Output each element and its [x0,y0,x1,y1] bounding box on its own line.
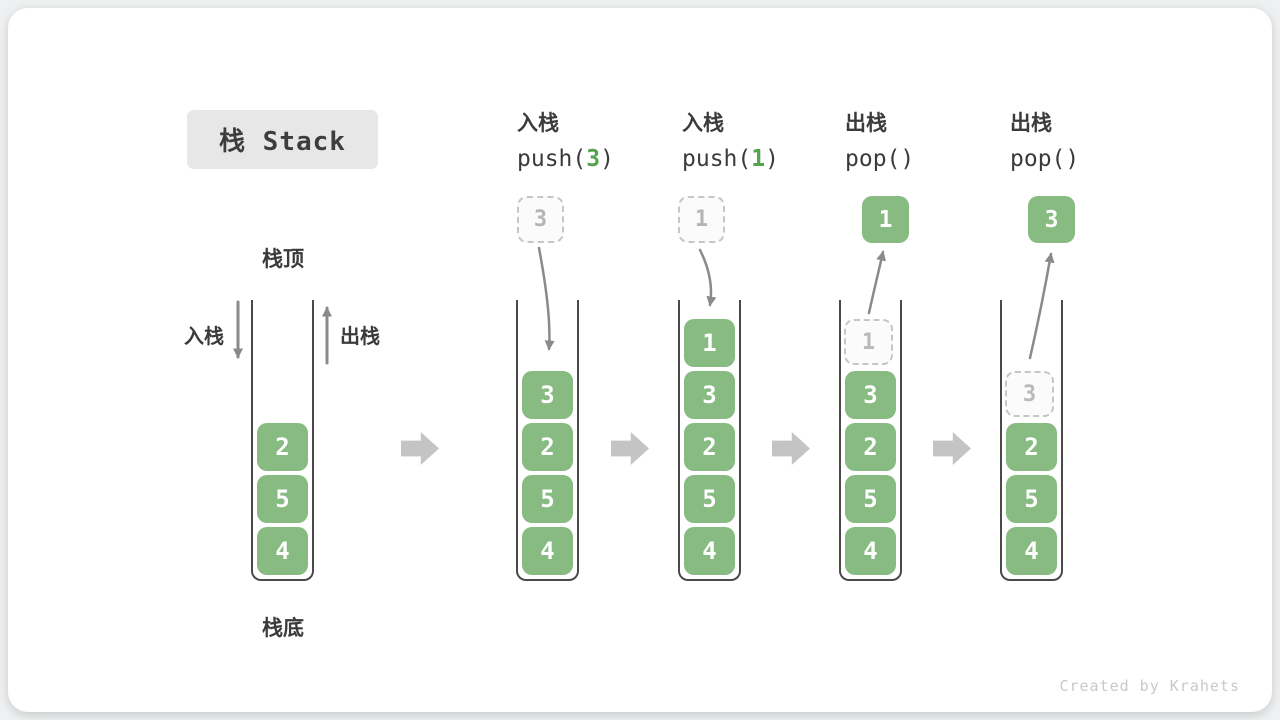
op-code: push(1) [682,146,779,172]
popped-value-box: 3 [1028,196,1075,243]
popped-value-box: 1 [862,196,909,243]
removed-item-ghost: 1 [844,319,893,365]
stack-container-after-push-1: 1 3 2 5 4 [678,300,741,581]
stack-item: 4 [845,527,896,575]
op-header-push-1: 入栈 push(1) [682,107,779,172]
diagram-title: 栈 Stack [219,127,346,157]
code-pre: push( [682,146,752,172]
stack-item: 2 [522,423,573,471]
op-code: push(3) [517,146,614,172]
op-name: 入栈 [517,111,559,135]
code-arg: 3 [586,146,601,172]
stack-item: 1 [684,319,735,367]
code-pre: pop() [845,146,915,172]
code-pre: push( [517,146,587,172]
op-header-pop-2: 出栈 pop() [1010,107,1079,172]
code-post: ) [765,146,779,172]
stack-bottom-label: 栈底 [262,616,304,640]
stack-item: 3 [684,371,735,419]
op-code: pop() [845,146,914,172]
stack-item: 2 [257,423,308,471]
stack-item: 2 [1006,423,1057,471]
stack-item: 5 [684,475,735,523]
diagram-title-box: 栈 Stack [187,110,378,169]
stack-container-after-pop-2: 3 2 5 4 [1000,300,1063,581]
stack-item: 4 [684,527,735,575]
watermark: Created by Krahets [1059,677,1240,695]
stack-container-after-pop-1: 1 3 2 5 4 [839,300,902,581]
push-side-label: 入栈 [184,324,224,348]
stack-item: 2 [845,423,896,471]
op-name: 出栈 [845,111,887,135]
stack-top-label: 栈顶 [262,247,304,271]
code-post: ) [600,146,614,172]
stack-item: 5 [845,475,896,523]
op-code: pop() [1010,146,1079,172]
stack-item: 3 [522,371,573,419]
stack-container-initial: 2 5 4 [251,300,314,581]
stack-item: 4 [522,527,573,575]
code-pre: pop() [1010,146,1080,172]
code-arg: 1 [751,146,766,172]
incoming-value-box: 3 [517,196,564,243]
stack-item: 4 [1006,527,1057,575]
op-header-push-3: 入栈 push(3) [517,107,614,172]
stack-container-after-push-3: 3 2 5 4 [516,300,579,581]
op-header-pop-1: 出栈 pop() [845,107,914,172]
removed-item-ghost: 3 [1005,371,1054,417]
incoming-value-box: 1 [678,196,725,243]
op-name: 出栈 [1010,111,1052,135]
pop-side-label: 出栈 [340,324,380,348]
stack-item: 5 [257,475,308,523]
stack-item: 5 [522,475,573,523]
stack-item: 5 [1006,475,1057,523]
stack-item: 4 [257,527,308,575]
stack-item: 3 [845,371,896,419]
op-name: 入栈 [682,111,724,135]
stack-item: 2 [684,423,735,471]
